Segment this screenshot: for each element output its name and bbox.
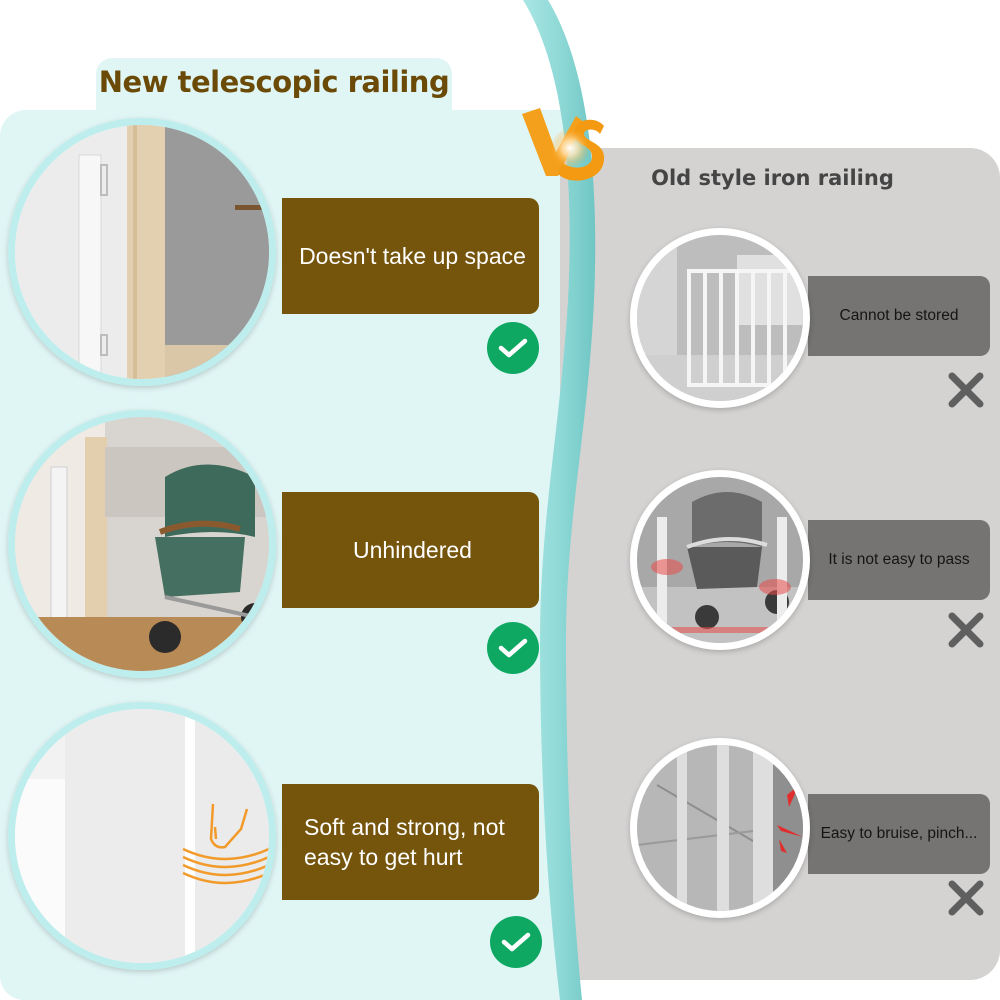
cross-icon [948, 612, 984, 648]
right-label-3: Easy to bruise, pinch... [808, 794, 990, 874]
left-label-3: Soft and strong, not easy to get hurt [282, 784, 539, 900]
vs-icon [522, 108, 605, 181]
check-icon [487, 622, 539, 674]
iron-railing-image-2 [630, 470, 810, 650]
hand-press-icon [182, 803, 269, 885]
iron-railing-image-3 [630, 738, 810, 918]
right-panel-title: Old style iron railing [651, 166, 894, 190]
telescopic-railing-image-3 [8, 702, 276, 970]
left-label-2: Unhindered [282, 492, 539, 608]
telescopic-railing-image-2 [8, 410, 276, 678]
right-label-1: Cannot be stored [808, 276, 990, 356]
left-title-tab [96, 58, 452, 114]
iron-railing-image-1 [630, 228, 810, 408]
check-icon [487, 322, 539, 374]
cross-icon [948, 372, 984, 408]
right-label-2: It is not easy to pass [808, 520, 990, 600]
check-icon [490, 916, 542, 968]
telescopic-railing-image-1 [8, 118, 276, 386]
cross-icon [948, 880, 984, 916]
left-panel-title: New telescopic railing [98, 65, 450, 99]
left-label-1: Doesn't take up space [282, 198, 539, 314]
